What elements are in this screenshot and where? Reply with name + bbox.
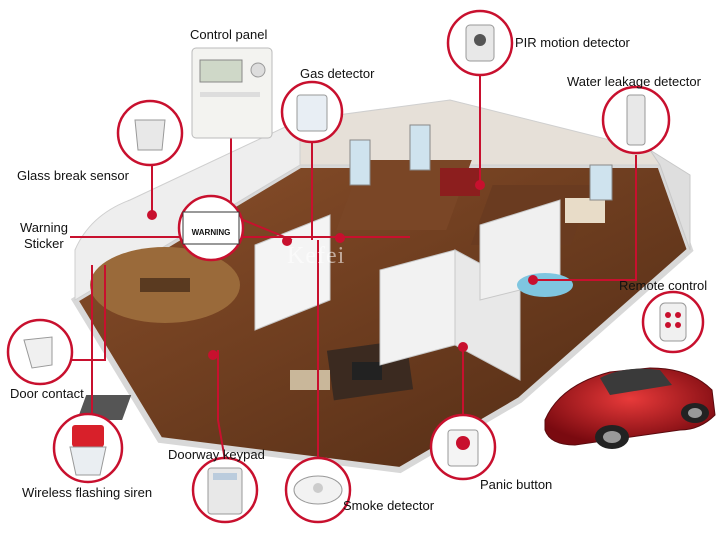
pir-icon	[465, 24, 495, 62]
control-panel-device	[191, 47, 273, 139]
window-2	[409, 124, 431, 171]
interior-wall-2	[379, 249, 456, 366]
label-door-contact: Door contact	[10, 386, 84, 401]
sofa	[290, 370, 330, 390]
label-pir-motion-detector: PIR motion detector	[515, 35, 630, 50]
label-gas-detector: Gas detector	[300, 66, 375, 81]
warning-sticker-icon: WARNING	[182, 211, 240, 245]
coffee-table	[352, 362, 382, 380]
window-1	[349, 139, 371, 186]
watermark: Kefei	[287, 243, 346, 269]
bed	[440, 168, 480, 196]
car-illustration	[544, 367, 716, 449]
interior-wall-1	[254, 214, 331, 331]
label-smoke-detector: Smoke detector	[343, 498, 435, 513]
label-warning-sticker-line2: Sticker	[24, 236, 64, 251]
bathtub	[517, 273, 573, 297]
label-panic-button: Panic button	[480, 477, 553, 492]
dining-table	[140, 278, 190, 292]
label-doorway-keypad: Doorway keypad	[168, 447, 265, 462]
house-right-wall	[649, 149, 691, 251]
label-warning-sticker-line1: Warning	[20, 220, 68, 235]
smoke-icon	[293, 475, 343, 505]
panic-icon	[447, 429, 479, 467]
keypad-icon	[207, 467, 243, 515]
gas-detector-icon	[296, 94, 328, 132]
bed2	[565, 198, 605, 223]
siren-icon	[69, 425, 107, 476]
svg-text:WARNING: WARNING	[192, 228, 231, 237]
label-glass-break-sensor: Glass break sensor	[17, 168, 129, 183]
glass-break-icon	[134, 119, 166, 151]
label-remote-control: Remote control	[619, 278, 708, 293]
door-contact-icon	[23, 336, 53, 369]
window-3	[589, 164, 613, 201]
label-water-leakage-detector: Water leakage detector	[567, 74, 701, 89]
label-control-panel: Control panel	[190, 27, 268, 42]
remote-icon	[659, 302, 687, 342]
label-wireless-flashing-siren: Wireless flashing siren	[22, 485, 153, 500]
water-icon	[626, 94, 646, 146]
